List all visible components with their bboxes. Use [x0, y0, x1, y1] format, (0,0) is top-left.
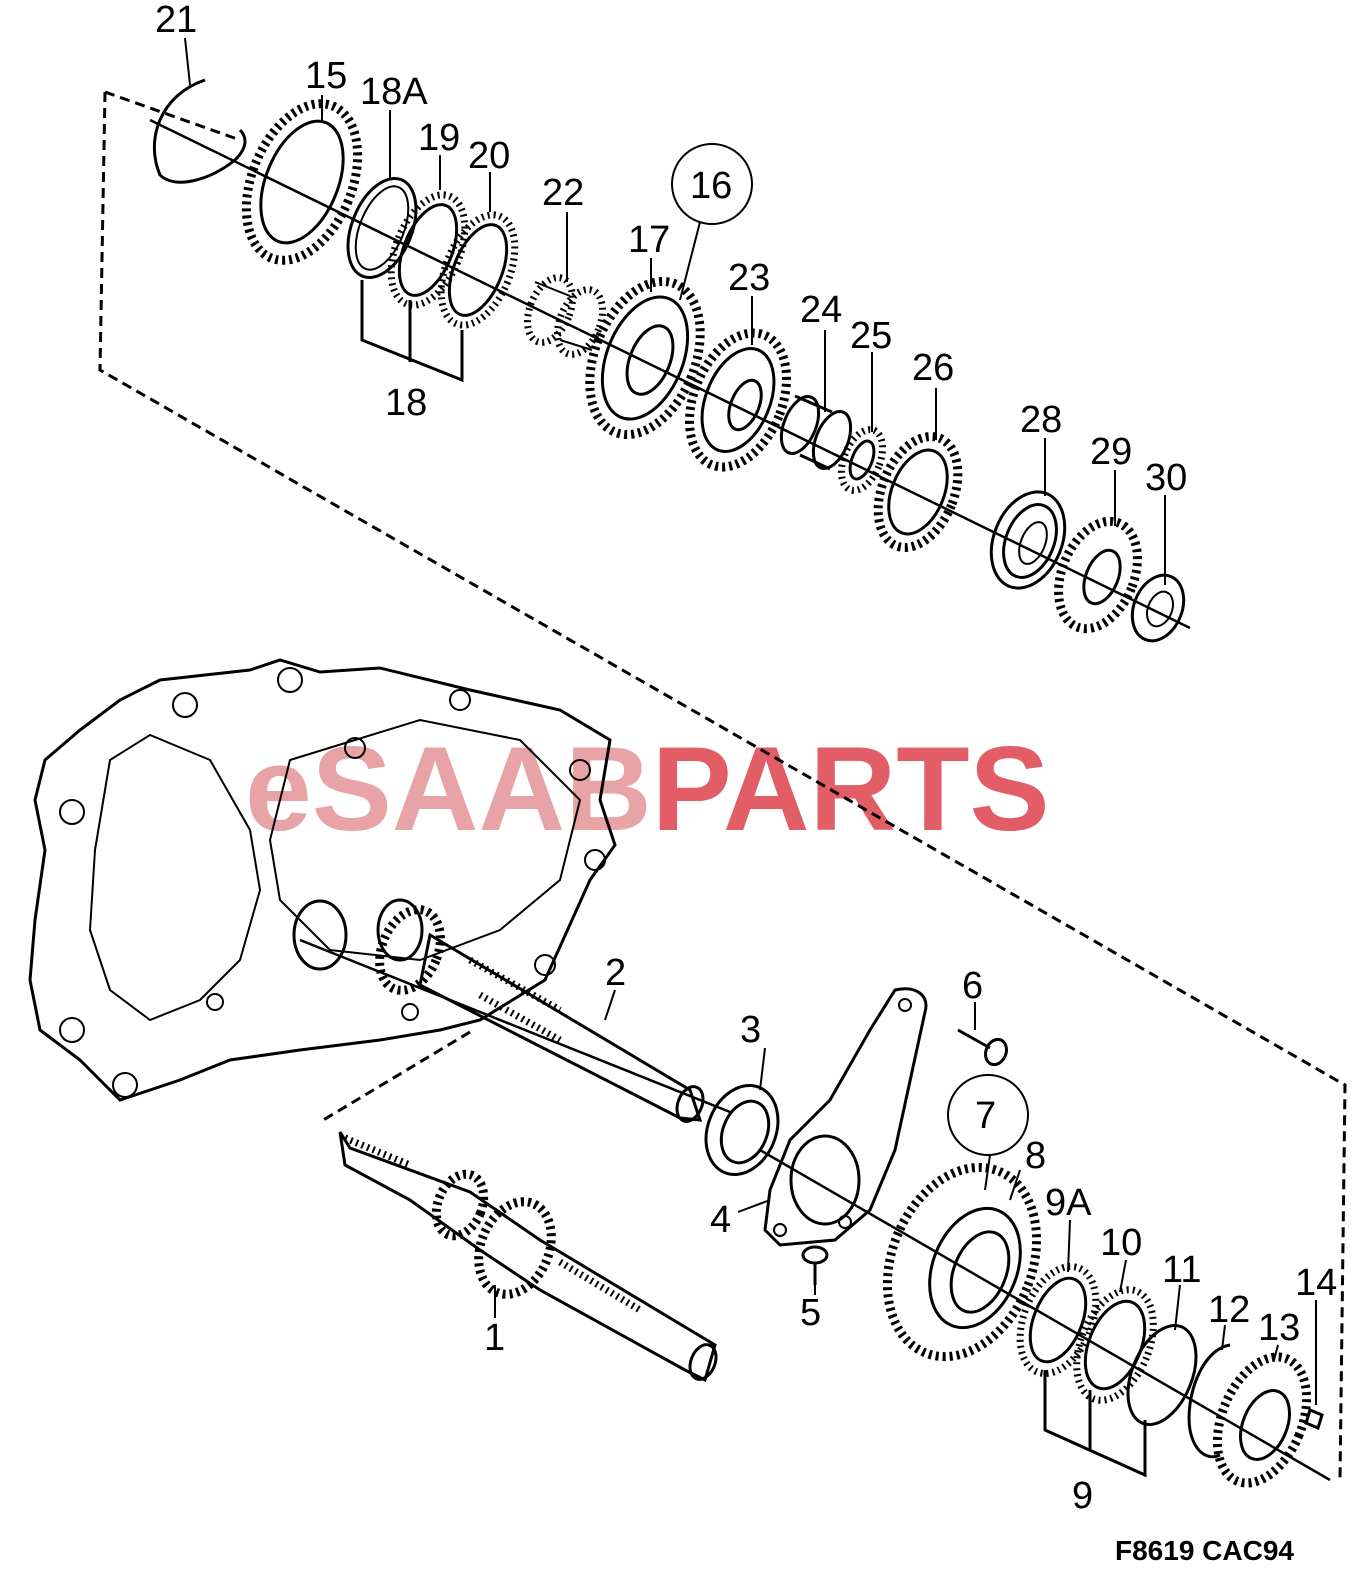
label-19: 19 [418, 117, 460, 159]
gear-17 [585, 276, 705, 440]
snap-ring-12 [1187, 1343, 1231, 1459]
gear-29 [1054, 516, 1142, 634]
watermark-prefix: eSAAB [245, 722, 652, 856]
bracket-18 [360, 280, 464, 383]
input-shaft-1 [338, 1131, 718, 1383]
label-14: 14 [1295, 1262, 1337, 1304]
label-15: 15 [305, 55, 347, 97]
label-4: 4 [710, 1199, 731, 1241]
figure-code: F8619 CAC94 [1115, 1535, 1294, 1566]
callout-circle-16 [671, 143, 753, 225]
bearing-3 [704, 1083, 780, 1177]
gearbox-housing [28, 658, 617, 1102]
label-9a: 9A [1045, 1182, 1092, 1224]
label-23: 23 [728, 257, 770, 299]
label-2: 2 [605, 952, 626, 994]
gear-8 [882, 1162, 1042, 1362]
label-21: 21 [155, 0, 197, 41]
bracket-9 [1043, 1370, 1147, 1478]
synchro-hub-13 [1212, 1352, 1312, 1488]
label-13: 13 [1258, 1307, 1300, 1349]
callout-circle-7 [947, 1074, 1029, 1156]
label-24: 24 [800, 289, 842, 331]
label-30: 30 [1145, 457, 1187, 499]
ball-bearing-28 [989, 490, 1067, 590]
shaft-2 [299, 905, 731, 1123]
label-6: 6 [962, 965, 983, 1007]
snap-wire-21 [152, 78, 247, 184]
label-9: 9 [1072, 1475, 1093, 1517]
label-17: 17 [628, 219, 670, 261]
label-22: 22 [542, 172, 584, 214]
watermark-suffix: PARTS [652, 722, 1050, 856]
needle-bearing-22 [524, 274, 606, 358]
synchro-ring-9a [1016, 1263, 1100, 1377]
nut-30 [1130, 573, 1186, 643]
bracket-plate-4 [763, 987, 928, 1247]
needle-bearing-25 [837, 426, 887, 494]
label-7: 7 [975, 1095, 996, 1137]
key-14 [1304, 1407, 1324, 1431]
label-25: 25 [850, 315, 892, 357]
label-11: 11 [1162, 1249, 1201, 1291]
label-28: 28 [1020, 399, 1062, 441]
assembly-boundary [98, 90, 1347, 1481]
label-3: 3 [740, 1009, 761, 1051]
label-10: 10 [1100, 1222, 1142, 1264]
label-16: 16 [690, 165, 732, 207]
synchro-ring-20 [437, 211, 519, 329]
label-20: 20 [468, 135, 510, 177]
synchro-ring-19 [387, 191, 469, 309]
ring-gear-15 [241, 99, 363, 265]
label-1: 1 [484, 1317, 505, 1359]
ring-11 [1126, 1323, 1198, 1427]
upper-shaft-axis [149, 118, 1191, 630]
lower-shaft-axis [759, 1148, 1331, 1482]
label-18: 18 [385, 382, 427, 424]
label-26: 26 [912, 347, 954, 389]
synchro-ring-10 [1073, 1286, 1157, 1404]
gear-26 [873, 432, 963, 552]
label-12: 12 [1208, 1289, 1250, 1331]
label-29: 29 [1090, 431, 1132, 473]
ring-18a [346, 176, 418, 280]
label-5: 5 [800, 1292, 821, 1334]
watermark: eSAABPARTS [245, 722, 1050, 856]
label-18a: 18A [360, 71, 428, 113]
screw-5 [801, 1245, 829, 1285]
leader-lines [184, 37, 1317, 1405]
bolt-6 [957, 1028, 1008, 1067]
label-8: 8 [1025, 1135, 1046, 1177]
sleeve-24 [779, 394, 853, 471]
callout-labels: 21 15 18A 19 20 18 22 16 17 23 24 25 26 … [155, 0, 1337, 1517]
gear-23 [685, 328, 791, 472]
